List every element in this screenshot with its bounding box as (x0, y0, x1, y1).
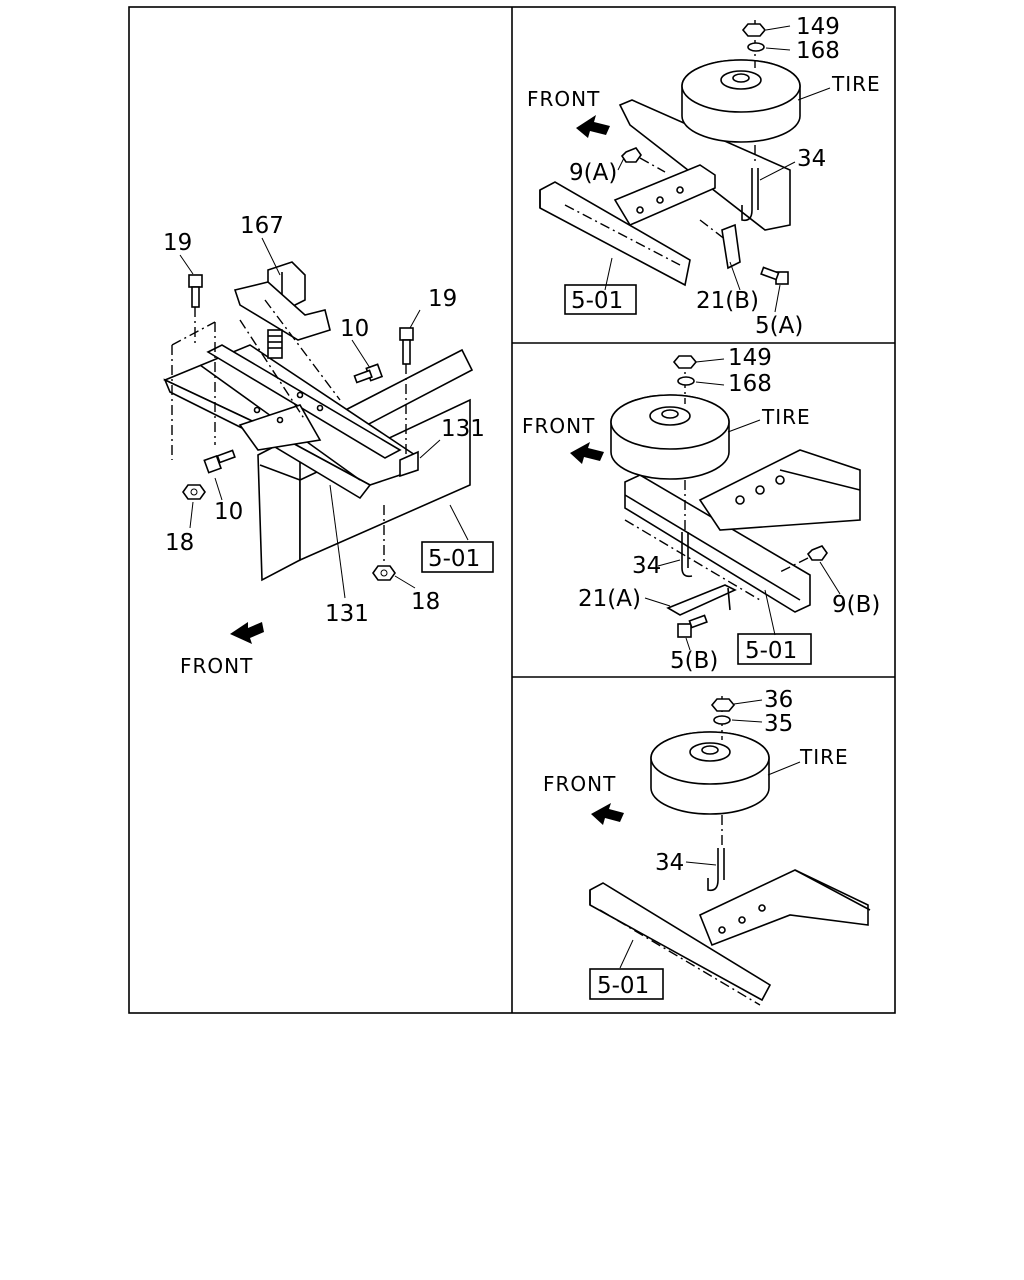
callout-149-middle: 149 (728, 345, 772, 371)
hook-bolt-34-bottom (707, 848, 725, 892)
ref-box-left (421, 541, 494, 573)
front-label-top: FRONT (527, 87, 600, 111)
washer-35 (713, 715, 731, 725)
frame-rail-bottom (589, 869, 871, 1006)
callout-9b: 9(B) (832, 592, 880, 618)
ref-box-middle-label: 5-01 (745, 638, 797, 664)
ref-box-top (564, 284, 637, 315)
bolt-5b (677, 614, 708, 638)
front-label-middle: FRONT (522, 414, 595, 438)
bracket-21b (699, 219, 741, 270)
front-arrow-left (230, 622, 264, 644)
bolt-19-right (399, 327, 414, 460)
ref-box-bottom-label: 5-01 (597, 973, 649, 999)
callout-10-upper: 10 (340, 316, 369, 342)
callout-21b: 21(B) (696, 288, 759, 314)
bolt-10-upper (353, 363, 384, 384)
nut-149-top (741, 23, 767, 37)
callout-167: 167 (240, 213, 284, 239)
nut-149-middle (672, 355, 698, 369)
callout-34-top: 34 (797, 146, 826, 172)
callout-35: 35 (764, 711, 793, 737)
nut-36 (710, 698, 736, 712)
washer-168-top (747, 42, 765, 52)
tire-top (681, 20, 801, 165)
callout-tire-bottom: TIRE (799, 745, 849, 769)
callout-168-middle: 168 (728, 371, 772, 397)
callout-5b: 5(B) (670, 648, 718, 674)
callout-36: 36 (764, 687, 793, 713)
left-panel (163, 237, 474, 644)
hook-assembly-167 (233, 261, 341, 421)
bolt-5a (760, 266, 789, 285)
carrier-bracket (163, 321, 416, 500)
nut-18-left (182, 484, 206, 500)
callout-131-upper: 131 (441, 416, 485, 442)
clip-131 (399, 450, 419, 478)
nut-9b (779, 545, 828, 573)
callout-9a: 9(A) (569, 160, 617, 186)
callout-21a: 21(A) (578, 586, 641, 612)
ref-box-middle (737, 633, 812, 665)
callout-34-middle: 34 (632, 553, 661, 579)
callout-131-lower: 131 (325, 601, 369, 627)
callout-tire-top: TIRE (831, 72, 881, 96)
bolt-19-left (188, 274, 203, 345)
bolt-10-lower (203, 449, 236, 474)
front-label-left: FRONT (180, 654, 253, 678)
callout-5a: 5(A) (755, 313, 803, 339)
washer-168-middle (677, 376, 695, 386)
front-arrow-bottom (591, 803, 624, 825)
tire-bottom (650, 696, 770, 845)
callout-34-bottom: 34 (655, 850, 684, 876)
callout-149-top: 149 (796, 14, 840, 40)
hook-bolt-34-middle (681, 532, 693, 578)
top-right-panel (539, 20, 831, 313)
ref-box-top-label: 5-01 (571, 288, 623, 314)
callout-168-top: 168 (796, 38, 840, 64)
nut-18-right (372, 505, 396, 581)
front-arrow-top (576, 115, 610, 138)
callout-18-left: 18 (165, 530, 194, 556)
bracket-21a (666, 584, 737, 616)
bottom-right-panel (589, 696, 871, 1006)
hook-bolt-34-top (741, 168, 759, 222)
nut-9a (620, 147, 666, 173)
callout-19-right: 19 (428, 286, 457, 312)
front-arrow-middle (570, 442, 604, 464)
ref-box-left-label: 5-01 (428, 546, 480, 572)
callout-tire-middle: TIRE (761, 405, 811, 429)
frame-rail-middle (624, 449, 861, 613)
ref-box-bottom (589, 968, 664, 1000)
frame-rail-top (539, 99, 791, 287)
callout-19-left: 19 (163, 230, 192, 256)
front-label-bottom: FRONT (543, 772, 616, 796)
callout-18-right: 18 (411, 589, 440, 615)
middle-right-panel (570, 355, 861, 651)
callout-10-lower: 10 (214, 499, 243, 525)
